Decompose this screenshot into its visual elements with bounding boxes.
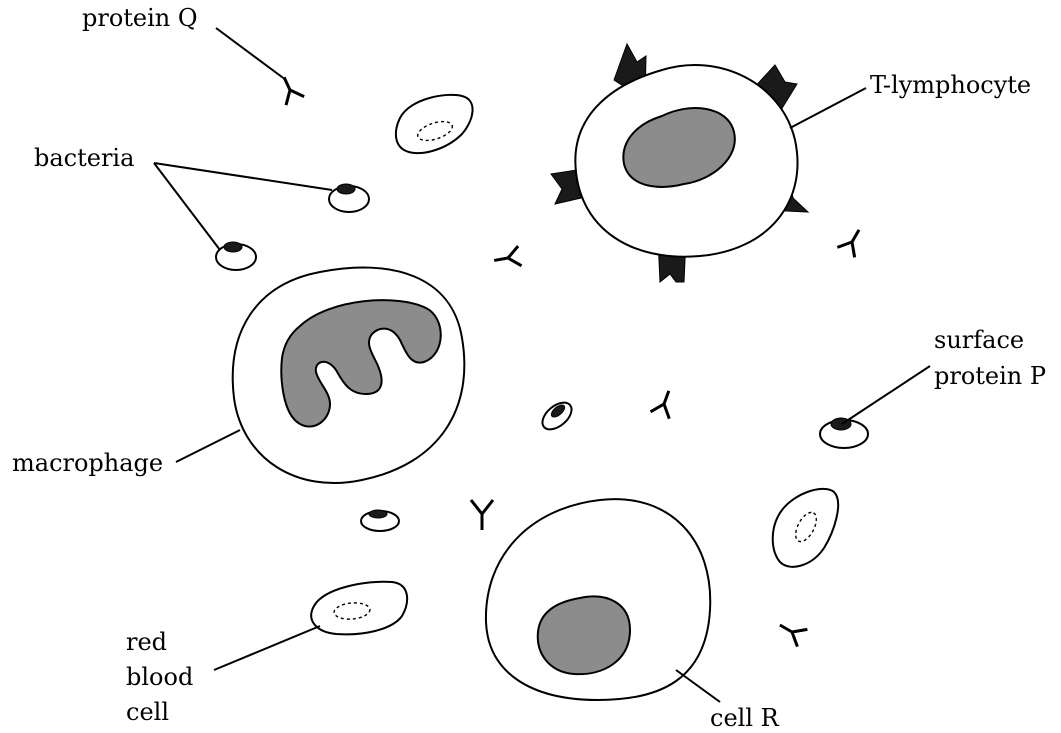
red-blood-cell-label-line1: red [126,628,167,656]
bacterium [541,401,573,431]
antibody-icon [779,623,808,648]
bacterium [328,183,370,213]
t-lymphocyte-label: T-lymphocyte [870,71,1031,99]
macrophage [231,266,466,485]
macrophage-leader [175,429,241,463]
cell-r [484,498,712,702]
antibody-icon [649,390,671,420]
antibody-icon [469,499,495,530]
macrophage-nucleus [280,299,442,428]
bacterium [215,241,257,271]
antibody-icon [836,229,861,258]
bacterium [360,509,400,532]
antibody-icon [282,76,305,106]
surface-protein-p-label-line2: protein P [934,362,1046,390]
bacteria-label: bacteria [34,144,134,172]
surface-protein-p-label-line1: surface [934,326,1024,354]
bacteria-leader-lower [153,162,221,251]
antibody-icon [493,245,523,268]
red-blood-cell [394,93,474,155]
cell-r-label: cell R [710,704,780,732]
red-blood-cell [771,487,840,568]
surface-protein-p-leader [841,365,931,425]
red-blood-cell-leader [213,625,321,671]
t-lymphocyte-nucleus [622,107,736,188]
macrophage-label: macrophage [12,449,163,477]
red-blood-cell-label-line3: cell [126,698,169,726]
cell-r-nucleus [536,595,632,676]
protein-q-label: protein Q [82,4,198,32]
t-lymphocyte-leader [789,87,867,129]
red-blood-cell [310,580,409,636]
red-blood-cell-label-line2: blood [126,663,193,691]
bacteria-leader-upper [153,162,333,191]
protein-q-leader [215,27,287,81]
t-lymphocyte [550,42,810,284]
cell-r-leader [675,669,721,703]
